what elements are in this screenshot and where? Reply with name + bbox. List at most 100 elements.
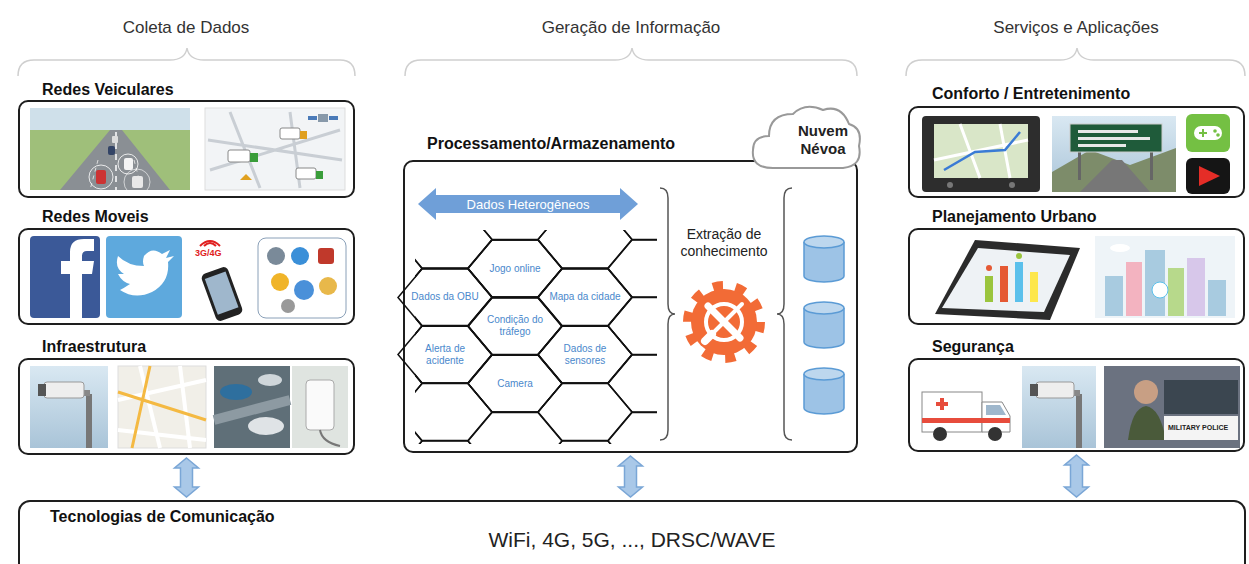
smartphone-part-part (205, 271, 239, 314)
hexagon-cell: Jogo online (468, 240, 562, 297)
game-icon (1186, 114, 1230, 152)
connected-cars-part (248, 417, 284, 435)
city-tablet (935, 240, 1080, 320)
security-camera (1022, 366, 1096, 448)
connected-cars-part (258, 374, 282, 386)
group-brackets-part (18, 48, 355, 76)
connected-cars-part (214, 366, 290, 448)
ambulance-part (922, 392, 982, 432)
panel-heading: Redes Veiculares (18, 80, 355, 100)
ambulance-part (922, 418, 1010, 423)
facebook-logo (30, 236, 100, 318)
highway-sign-part (1078, 137, 1150, 140)
hex-grid (415, 230, 657, 444)
highway-photo-part (124, 169, 150, 195)
video-icon-part (1199, 166, 1220, 186)
fleet-map-part (316, 171, 323, 179)
hex-grid-part (415, 240, 422, 297)
car-navigation (922, 116, 1040, 192)
app-icons-part (267, 247, 285, 265)
city-tablet-part (1015, 262, 1023, 302)
panel-heading: Infraestrutura (18, 335, 355, 358)
hex-grid-part (415, 355, 422, 412)
hexagon-cell: Condição do tráfego (468, 298, 562, 355)
highway-photo-part (90, 160, 142, 190)
technology-list: WiFi, 4G, 5G, ..., DRSC/WAVE (50, 528, 1214, 552)
double-arrow-fill (418, 188, 638, 220)
cloud-label: Nuvem Névoa (791, 122, 855, 158)
ambulance (922, 392, 1010, 441)
hexagon-path (468, 298, 562, 355)
city-illustration-part (1152, 282, 1168, 298)
double-arrow-connector (619, 456, 643, 497)
highway-photo-part (112, 136, 118, 143)
connected-cars-part (220, 384, 252, 400)
fleet-map-part (296, 168, 316, 179)
group-brackets-part (906, 48, 1245, 76)
gear-icon-part (691, 289, 757, 355)
traffic-camera-part (86, 394, 92, 448)
double-arrow-connector (1065, 455, 1089, 497)
street-map-part (118, 366, 206, 448)
game-icon-part (1216, 133, 1220, 137)
database-cylinders-part (804, 302, 844, 314)
hex-grid-part (538, 326, 632, 383)
city-tablet-part (985, 276, 993, 302)
app-icons-part (281, 299, 295, 313)
smartphone-part (204, 243, 216, 246)
highway-sign (1052, 116, 1176, 192)
security-camera-part (1036, 382, 1074, 398)
car-navigation-part (934, 124, 1028, 178)
hexagon-path (468, 240, 562, 297)
smartphone-part-part (200, 266, 243, 323)
fleet-map-part (300, 131, 307, 139)
traffic-camera-part (44, 382, 84, 398)
group-panel: Redes Moveis (18, 205, 355, 325)
city-illustration-part (1105, 276, 1123, 316)
hexagon-path (538, 326, 632, 383)
video-icon (1186, 158, 1230, 194)
hexagon-label: Condição do tráfego (478, 314, 552, 338)
traffic-camera-part (30, 366, 108, 448)
highway-sign-part (1052, 148, 1176, 192)
fleet-map-part (318, 114, 328, 122)
panel-frame (18, 100, 355, 198)
ambulance-part (988, 427, 1002, 441)
double-arrow-shape: Dados Heterogêneos (418, 188, 638, 220)
opening-brace (777, 188, 792, 440)
twitter-logo-part (106, 236, 182, 318)
hex-grid-part (608, 355, 657, 412)
traffic-camera-part (38, 384, 46, 396)
city-tablet-part (942, 248, 1070, 312)
hex-grid-part (468, 240, 562, 297)
facebook-logo-part (30, 236, 100, 318)
hexagon-cell: Dados da OBU (398, 269, 492, 326)
app-icons-part (318, 248, 334, 264)
database-cylinders (804, 236, 844, 414)
highway-photo-part (96, 170, 106, 184)
gear-icon-part (705, 334, 712, 341)
gear-icon (688, 286, 760, 358)
hexagon-cell: Dados de sensores (538, 326, 632, 383)
double-arrow-connector (175, 458, 199, 497)
roadside-unit-part (320, 430, 340, 446)
closing-brace (660, 188, 675, 440)
street-map (118, 366, 206, 448)
hex-grid-part (468, 230, 562, 240)
fleet-map-part (329, 116, 338, 120)
city-illustration-part (1095, 236, 1235, 318)
highway-photo (30, 108, 190, 195)
fleet-map (205, 108, 345, 190)
city-tablet-part (1016, 253, 1022, 259)
hex-grid-part (415, 230, 422, 240)
cloud-path (753, 107, 860, 168)
hex-grid-part (468, 355, 562, 412)
highway-photo-part (30, 108, 190, 190)
smartphone-part (200, 266, 243, 323)
video-icon-part (1186, 158, 1230, 194)
gear-icon-part (706, 304, 742, 340)
roadside-unit (292, 366, 348, 448)
ambulance-part (933, 427, 947, 441)
hexagon-label: Jogo online (489, 263, 540, 275)
text-label: Coleta de Dados (36, 18, 336, 38)
